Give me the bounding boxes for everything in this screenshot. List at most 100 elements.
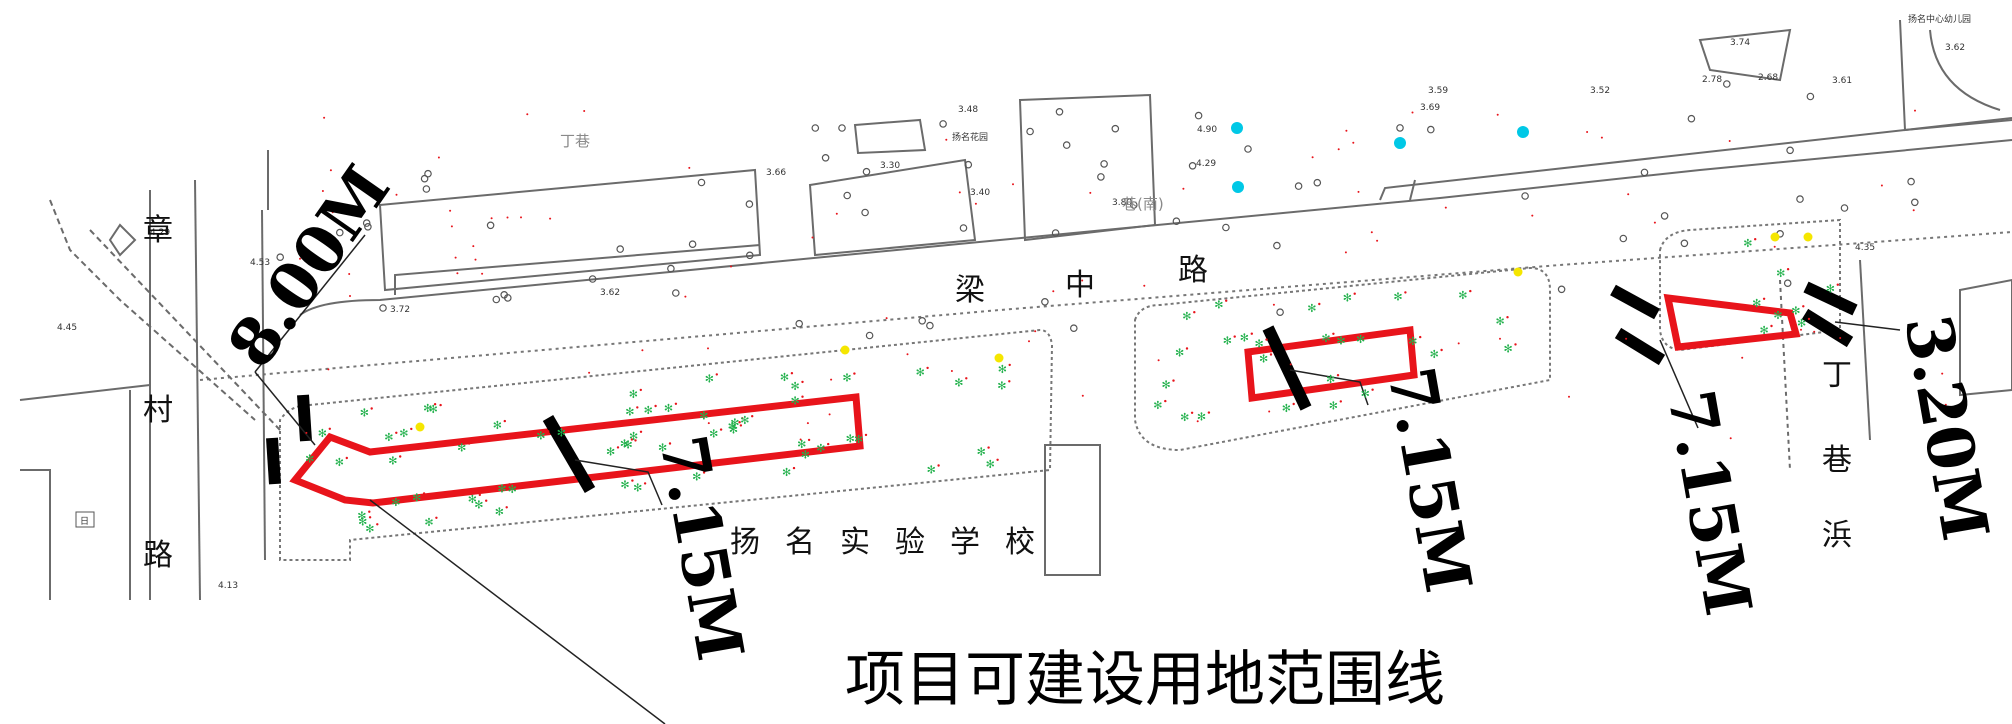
- mark-box: [75, 511, 95, 528]
- yellow-marker: [1770, 232, 1780, 242]
- survey-point: [864, 433, 868, 437]
- survey-point: [1366, 333, 1370, 336]
- boundary-mid: [1244, 326, 1418, 402]
- survey-dot: [1370, 231, 1373, 234]
- liangzhong-south-curb: [199, 231, 2012, 381]
- tick-320-b: [1801, 308, 1854, 348]
- label-dingxiang: 丁巷: [560, 132, 590, 150]
- survey-dot: [1531, 214, 1534, 217]
- diagonal-street-2: [89, 229, 281, 431]
- survey-dot: [526, 113, 529, 116]
- survey-dot: [1289, 363, 1292, 366]
- tree-mark: ✻: [658, 442, 667, 455]
- tree-mark: ✻: [1162, 379, 1171, 392]
- manhole-point: [1911, 198, 1919, 207]
- survey-point: [639, 430, 643, 433]
- survey-point: [1371, 388, 1374, 391]
- cyan-marker: [1517, 126, 1529, 138]
- tree-mark: ✻: [399, 427, 408, 440]
- survey-point: [643, 482, 647, 485]
- tree-mark: ✻: [429, 403, 438, 416]
- survey-dot: [1627, 193, 1630, 196]
- tick-320-a: [1803, 281, 1858, 316]
- survey-point: [433, 403, 437, 406]
- label-building-a: 扬名花园: [952, 131, 988, 143]
- survey-dot: [830, 378, 833, 381]
- manhole-point: [1273, 241, 1281, 250]
- survey-dot: [945, 138, 948, 141]
- survey-dot: [1457, 342, 1460, 345]
- survey-point: [741, 417, 744, 420]
- elevation-labels-layer: 4.294.534.454.133.723.623.663.303.403.48…: [57, 38, 1965, 591]
- manhole-point: [811, 124, 820, 132]
- survey-points-layer: [276, 80, 1947, 441]
- survey-point: [702, 471, 706, 474]
- tree-mark: ✻: [1240, 332, 1249, 345]
- survey-point: [616, 446, 620, 449]
- tick-715-d: [1614, 327, 1666, 366]
- survey-point: [1185, 347, 1189, 350]
- survey-dot: [835, 212, 838, 215]
- survey-point: [1469, 289, 1472, 293]
- survey-dot: [1182, 187, 1185, 190]
- tick-8m-a: [266, 437, 281, 485]
- label-xiang-nan: 巷(南): [1122, 195, 1164, 213]
- survey-dot: [684, 295, 687, 298]
- tree-mark: ✻: [816, 442, 825, 455]
- elevation-label: 4.29: [1196, 159, 1216, 169]
- school-char-5: 学: [950, 525, 980, 560]
- survey-point: [807, 438, 811, 442]
- survey-dot: [799, 438, 802, 441]
- manhole-point: [1907, 177, 1915, 186]
- tree-mark: ✻: [358, 515, 367, 528]
- survey-dot: [1376, 239, 1379, 242]
- tree-mark: ✻: [335, 456, 344, 469]
- tree-mark: ✻: [423, 402, 432, 415]
- leader-8m: [254, 234, 366, 373]
- manhole-point: [422, 185, 431, 193]
- manhole-point: [1680, 239, 1689, 248]
- survey-dot: [1143, 284, 1146, 287]
- survey-dot: [1357, 190, 1360, 193]
- survey-point: [710, 410, 713, 413]
- elevation-label: 4.53: [250, 258, 270, 268]
- manhole-point: [1660, 212, 1669, 220]
- survey-point: [368, 510, 371, 513]
- elevation-label: 2.78: [1702, 75, 1722, 85]
- survey-dot: [707, 422, 710, 425]
- manhole-point: [276, 253, 285, 262]
- survey-point: [345, 456, 348, 460]
- elevation-label: 3.62: [600, 288, 620, 298]
- tree-mark: ✻: [927, 464, 936, 477]
- survey-point: [965, 377, 968, 380]
- survey-point: [402, 496, 405, 500]
- building-west: [378, 168, 762, 292]
- survey-point: [1250, 332, 1254, 335]
- survey-dot: [1839, 337, 1842, 339]
- manhole-point: [1294, 182, 1303, 190]
- tree-mark: ✻: [468, 493, 477, 506]
- survey-dot: [481, 272, 484, 275]
- tree-mark: ✻: [791, 395, 800, 408]
- survey-point: [1164, 399, 1167, 403]
- leader-8m-2: [254, 371, 316, 446]
- road-zhangcun-char-1: 章: [143, 213, 173, 248]
- manhole-point: [1194, 111, 1203, 120]
- manhole-point: [964, 160, 973, 169]
- tree-mark: ✻: [730, 416, 739, 429]
- survey-point: [395, 431, 398, 434]
- tree-mark: ✻: [1458, 289, 1467, 302]
- survey-dot: [520, 216, 522, 219]
- building-east: [1959, 278, 2012, 397]
- diagonal-street: [49, 199, 256, 421]
- elevation-label: 4.45: [57, 323, 77, 333]
- survey-point: [439, 403, 442, 407]
- manhole-point: [821, 154, 830, 162]
- buildings: [378, 19, 2012, 576]
- dimension-ticks: [266, 281, 1858, 494]
- survey-point: [1269, 353, 1273, 356]
- elevation-label: 4.90: [1197, 125, 1217, 135]
- yellow-marker: [415, 422, 425, 432]
- tree-mark: ✻: [1336, 334, 1345, 347]
- label-school-top: 扬名中心幼儿园: [1908, 13, 1971, 25]
